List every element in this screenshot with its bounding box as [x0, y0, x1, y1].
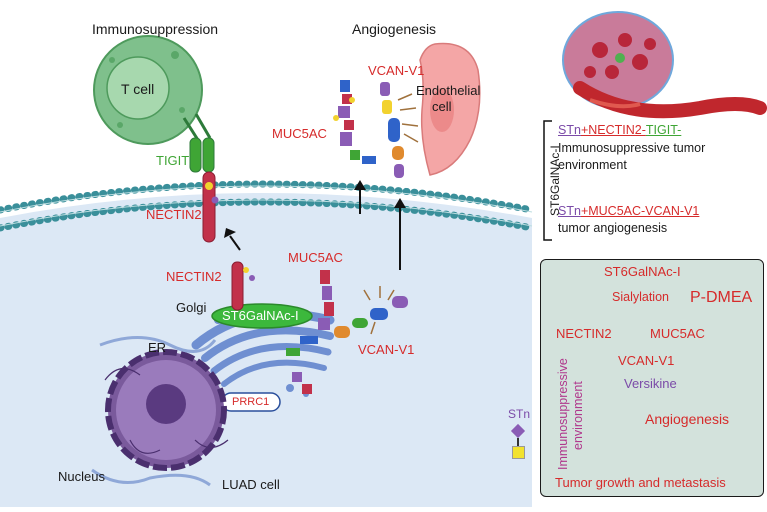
vcan-top-label: VCAN-V1 [368, 63, 425, 78]
pathway-angiogenesis: Angiogenesis [645, 411, 730, 427]
summary-muc5ac-vcan: +MUC5AC-VCAN-V1 [580, 204, 700, 218]
heading-immunosuppression: Immunosuppression [92, 21, 219, 37]
summary-line-4: STn+MUC5AC-VCAN-V1 [558, 205, 699, 218]
summary-line-5: tumor angiogenesis [558, 221, 668, 235]
tigit-label: TIGIT [156, 153, 190, 168]
muc5ac-secreted [333, 80, 376, 164]
pathway-sialylation: Sialylation [612, 290, 669, 304]
muc5ac-golgi [286, 270, 334, 394]
pathway-tumor-growth: Tumor growth and metastasis [555, 475, 726, 490]
summary-line-3: environment [558, 158, 627, 172]
pathway-pdmea: P-DMEA [690, 289, 753, 306]
summary-bracket [543, 120, 552, 241]
vcan-golgi [334, 286, 408, 338]
st6galnac-enzyme-label: ST6GalNAc-I [222, 308, 299, 323]
tumor-illustration [562, 11, 767, 119]
t-cell [93, 35, 203, 145]
stn-connector-line [517, 438, 519, 446]
pathway-panel [540, 259, 764, 497]
nectin2-membrane-label: NECTIN2 [146, 207, 202, 222]
endothelial-label-2: cell [432, 99, 452, 114]
prrc1-label: PRRC1 [232, 396, 270, 408]
pathway-versikine: Versikine [624, 376, 677, 391]
stn-legend-label: STn [508, 407, 531, 421]
pathway-immuno-vertical-2: environment [571, 381, 585, 450]
summary-tigit: TIGIT- [645, 123, 682, 137]
muc5ac-golgi-label: MUC5AC [288, 250, 343, 265]
summary-stn-1: STn [558, 123, 581, 137]
summary-nectin2: +NECTIN2- [580, 123, 646, 137]
pathway-st6galnac: ST6GalNAc-I [604, 264, 681, 279]
golgi-label: Golgi [176, 300, 207, 315]
summary-line-1: STn+NECTIN2-TIGIT- [558, 124, 681, 137]
summary-line-2: Immunosuppressive tumor [558, 141, 706, 155]
nectin2-golgi-label: NECTIN2 [166, 269, 222, 284]
luad-cell-label: LUAD cell [222, 477, 280, 492]
nucleus [104, 349, 229, 471]
nucleus-label: Nucleus [58, 469, 105, 484]
cell-membrane-outer [0, 180, 536, 214]
stn-square-icon [512, 446, 525, 459]
pathway-muc5ac: MUC5AC [650, 326, 705, 341]
endothelial-label: Endothelial [416, 83, 481, 98]
vcan-bottom-label: VCAN-V1 [358, 342, 415, 357]
nectin2-membrane [202, 171, 219, 243]
pathway-immuno-vertical-1: Immunosuppressive [556, 358, 570, 470]
cell-membrane-inner [0, 198, 536, 232]
endoplasmic-reticulum [91, 336, 217, 487]
pathway-nectin2: NECTIN2 [556, 326, 612, 341]
t-cell-label: T cell [121, 81, 155, 97]
heading-angiogenesis: Angiogenesis [352, 21, 437, 37]
summary-stn-2: STn [558, 204, 581, 218]
nectin2-golgi [231, 261, 255, 311]
pathway-vcan: VCAN-V1 [618, 353, 675, 368]
vcan-secreted [380, 82, 419, 178]
er-label: ER [148, 340, 167, 355]
muc5ac-top-label: MUC5AC [272, 126, 327, 141]
